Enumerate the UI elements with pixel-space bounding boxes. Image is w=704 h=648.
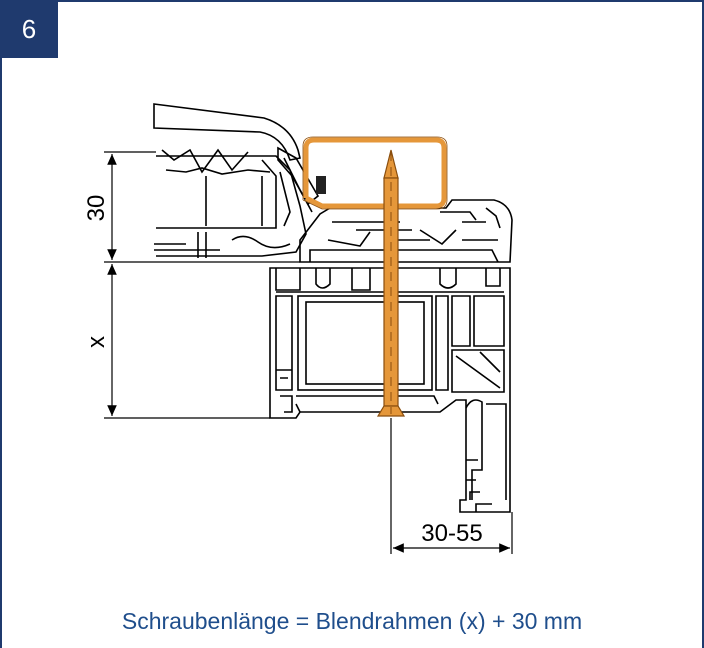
sash-profile bbox=[153, 103, 320, 258]
dim-label-30: 30 bbox=[83, 195, 110, 222]
dimension-lines bbox=[104, 151, 513, 554]
step-number-badge: 6 bbox=[0, 0, 58, 58]
dim-label-x: x bbox=[83, 336, 110, 348]
caption-formula: Schraubenlänge = Blendrahmen (x) + 30 mm bbox=[121, 608, 583, 634]
mounting-bracket-outline bbox=[302, 136, 448, 210]
gasket-block bbox=[316, 176, 326, 194]
mounting-bracket bbox=[303, 137, 447, 209]
dim-label-30-55: 30-55 bbox=[421, 520, 482, 547]
screw-icon bbox=[376, 149, 406, 417]
frame-profile bbox=[269, 199, 513, 513]
